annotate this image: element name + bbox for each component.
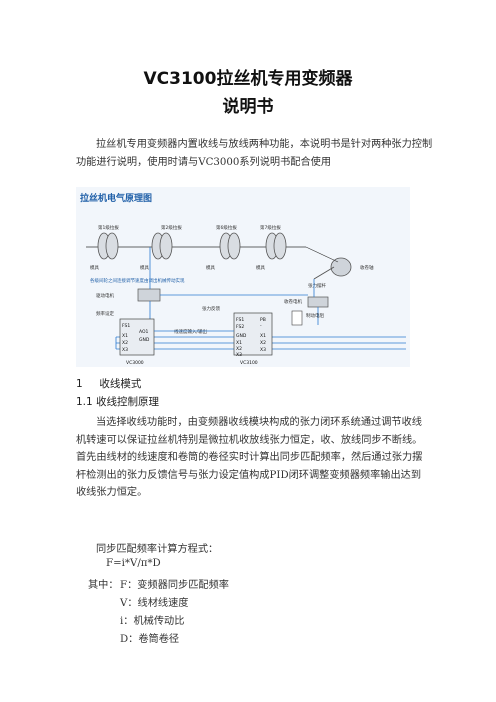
- line-speed-io-label: 线速度输入/输出: [174, 328, 208, 335]
- right-terminal-fs2: FS2: [236, 324, 244, 330]
- section-1-1-title: 收线控制原理: [96, 396, 160, 408]
- die-label-3: 模具: [206, 264, 215, 271]
- right-model-label: VC3100: [240, 360, 258, 366]
- section-1-title: 收线模式: [99, 378, 142, 390]
- left-terminal-x1: X1: [122, 333, 128, 339]
- body-paragraph: 当选择收线功能时，由变频器收线模块构成的张力闭环系统通过调节收线机转速可以保证拉…: [76, 417, 423, 498]
- capstan-group: [97, 232, 287, 260]
- var-v: V：线材线速度: [120, 598, 189, 609]
- take-up-motor-label: 收卷电机: [284, 298, 302, 305]
- left-terminal-x2: X2: [122, 340, 128, 346]
- tension-feedback-label: 张力反馈: [202, 305, 220, 312]
- left-terminal-fs1: FS1: [122, 323, 130, 329]
- die-label-2: 模具: [140, 264, 149, 271]
- formula: F=i*V/π*D: [106, 558, 161, 569]
- stage-label-2: 第2级拉拔: [161, 224, 182, 231]
- brake-resistor-label: 制动电阻: [306, 312, 324, 319]
- diagram-title: 拉丝机电气原理图: [80, 192, 152, 204]
- right-terminal-gnd: GND: [236, 333, 247, 339]
- wire-drawing-electrical-diagram: 拉丝机电气原理图 第1级拉拔 第2级拉拔 第6级拉拔 第7级拉拔 模具 模具 模…: [76, 187, 410, 367]
- where-label: 其中：: [88, 580, 119, 591]
- left-terminal-x3: X3: [122, 347, 128, 353]
- section-1-number: 1: [76, 378, 83, 390]
- die-label-1: 模具: [90, 264, 99, 271]
- right-side-minus: -: [260, 324, 262, 329]
- freq-setting-label: 频率设定: [96, 310, 114, 317]
- section-1-1-heading: 1.1 收线控制原理: [76, 394, 159, 409]
- section-1-1-number: 1.1: [76, 396, 93, 408]
- diagram-note: 各级间轮之间连接调节速度由调出机械传动实现: [90, 277, 185, 284]
- formula-intro: 同步匹配频率计算方程式：: [96, 544, 219, 555]
- right-side-x1: X1: [260, 333, 266, 339]
- take-up-reel-label: 收卷轴: [360, 264, 374, 271]
- right-side-x3: X3: [260, 347, 266, 353]
- var-i: i：机械传动比: [120, 616, 185, 627]
- right-terminal-fs1: FS1: [236, 317, 244, 323]
- section-1-heading: 1 收线模式: [76, 376, 141, 391]
- right-side-pb: PB: [260, 317, 266, 323]
- left-out-ao1: AO1: [139, 329, 149, 335]
- stage-label-7: 第7级拉拔: [260, 224, 281, 231]
- stage-label-1: 第1级拉拔: [98, 224, 119, 231]
- right-side-x2: X2: [260, 340, 266, 346]
- right-terminal-x1: X1: [236, 340, 242, 346]
- var-d: D：卷筒卷径: [120, 634, 180, 645]
- left-model-label: VC3000: [126, 360, 144, 366]
- document-title: VC3100拉丝机专用变频器: [143, 69, 353, 89]
- right-terminal-x2: X2: [236, 346, 242, 352]
- left-out-gnd: GND: [139, 337, 150, 343]
- document-subtitle: 说明书: [222, 97, 274, 117]
- tension-arm-label: 张力摆杆: [308, 282, 326, 289]
- die-label-4: 模具: [256, 264, 265, 271]
- stage-label-6: 第6级拉拔: [216, 224, 237, 231]
- right-terminal-x3: X3: [236, 352, 242, 358]
- var-f: F：变频器同步匹配频率: [120, 580, 229, 591]
- main-motor-label: 驱动电机: [96, 292, 114, 299]
- intro-paragraph: 拉丝机专用变频器内置收线与放线两种功能，本说明书是针对两种张力控制功能进行说明，…: [76, 139, 433, 168]
